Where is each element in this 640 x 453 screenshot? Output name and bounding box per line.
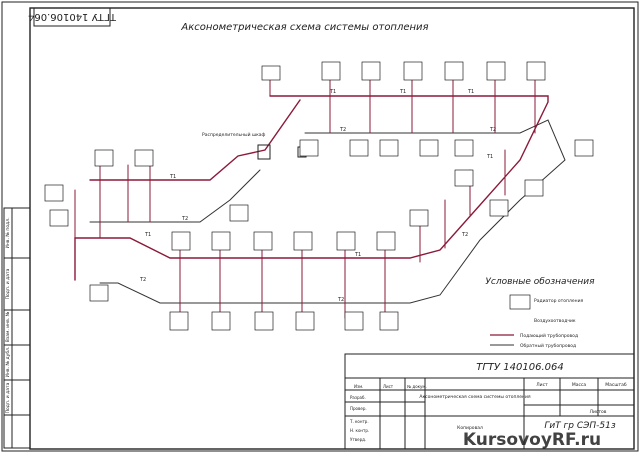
distribution-cabinet: [257, 144, 271, 160]
t2-label-e: Т2: [337, 297, 344, 303]
title-block-row-0: Разраб.: [350, 395, 366, 400]
title-block-name: Аксонометрическая схема системы отоплени…: [419, 394, 531, 400]
supply-main-upper: [74, 95, 549, 281]
title-block-code: ТГТУ 140106.064: [476, 362, 564, 373]
left-strip-1: Подп. и дата: [5, 268, 11, 299]
legend: Условные обозначения Подающий трубопрово…: [485, 277, 595, 349]
left-strip-4: Подп. и дата: [5, 382, 11, 413]
t2-label-a: Т2: [339, 127, 346, 133]
legend-title: Условные обозначения: [485, 277, 595, 287]
legend-item-supply: Подающий трубопровод: [520, 332, 578, 339]
watermark: KursovoyRF.ru: [463, 430, 601, 450]
left-strip-2: Взам. инв. №: [5, 311, 11, 342]
mid-radiator-tags: [299, 139, 594, 217]
t2-label-f: Т2: [461, 232, 468, 238]
rotated-code: ТГТУ 140106.064: [28, 11, 117, 22]
lower-radiator-tags: [169, 231, 399, 331]
legend-item-radiator: Радиатор отопления: [534, 298, 584, 304]
title-block: [344, 353, 635, 450]
title-block-col-1: Лист: [383, 384, 394, 389]
pipe-labels: Т1 Т1 Т1 Т2 Т2 Т1 Т2 Т1 Т1 Т2 Т2 Т1 Т2: [139, 89, 496, 303]
title-block-footer: Копировал: [457, 425, 483, 431]
lower-risers: [179, 239, 386, 319]
title-block-group: ГиТ гр СЭП-51з: [544, 421, 616, 431]
title-block-row-4: Утверд.: [350, 437, 366, 442]
t2-label-c: Т2: [181, 216, 188, 222]
left-strip-0: Инв. № подл.: [5, 217, 11, 248]
left-radiator-tags: [44, 149, 474, 302]
t1-label-b: Т1: [399, 89, 406, 95]
legend-item-return: Обратный трубопровод: [520, 342, 576, 349]
supply-branch-left: [89, 99, 301, 181]
t2-label-b: Т2: [489, 127, 496, 133]
title-block-row-1: Провер.: [350, 406, 367, 411]
drawing-title: Аксонометрическая схема системы отоплени…: [180, 22, 428, 33]
heating-scheme: [74, 77, 566, 319]
left-strip: Инв. № подл. Подп. и дата Взам. инв. № И…: [3, 207, 31, 449]
title-block-sheet: Лист: [536, 382, 548, 388]
cabinet-label: Распределительный шкаф: [202, 131, 266, 138]
t2-label-d: Т2: [139, 277, 146, 283]
title-block-col-0: Изм.: [354, 384, 363, 389]
t1-label-e: Т1: [144, 232, 151, 238]
upper-radiator-tags: [261, 61, 546, 81]
t1-label-d: Т1: [169, 174, 176, 180]
t1-label-a: Т1: [329, 89, 336, 95]
t1-label-g: Т1: [486, 154, 493, 160]
legend-item-vent: Воздухоотводчик: [534, 318, 576, 324]
left-risers: [74, 164, 151, 239]
title-block-col-2: № докум.: [407, 384, 427, 389]
return-main: [99, 119, 566, 304]
title-block-scale: Масштаб: [605, 382, 627, 388]
title-block-sheets: Листов: [590, 409, 607, 415]
title-block-mass: Масса: [572, 382, 587, 388]
title-block-row-3: Н. контр.: [350, 428, 369, 433]
rotated-code-box: ТГТУ 140106.064: [28, 7, 117, 27]
left-strip-3: Инв. № дубл.: [5, 347, 11, 378]
return-branch-left: [89, 169, 261, 223]
t1-label-f: Т1: [354, 252, 361, 258]
title-block-row-2: Т. контр.: [349, 419, 369, 424]
t1-label-c: Т1: [467, 89, 474, 95]
upper-risers: [269, 77, 536, 134]
